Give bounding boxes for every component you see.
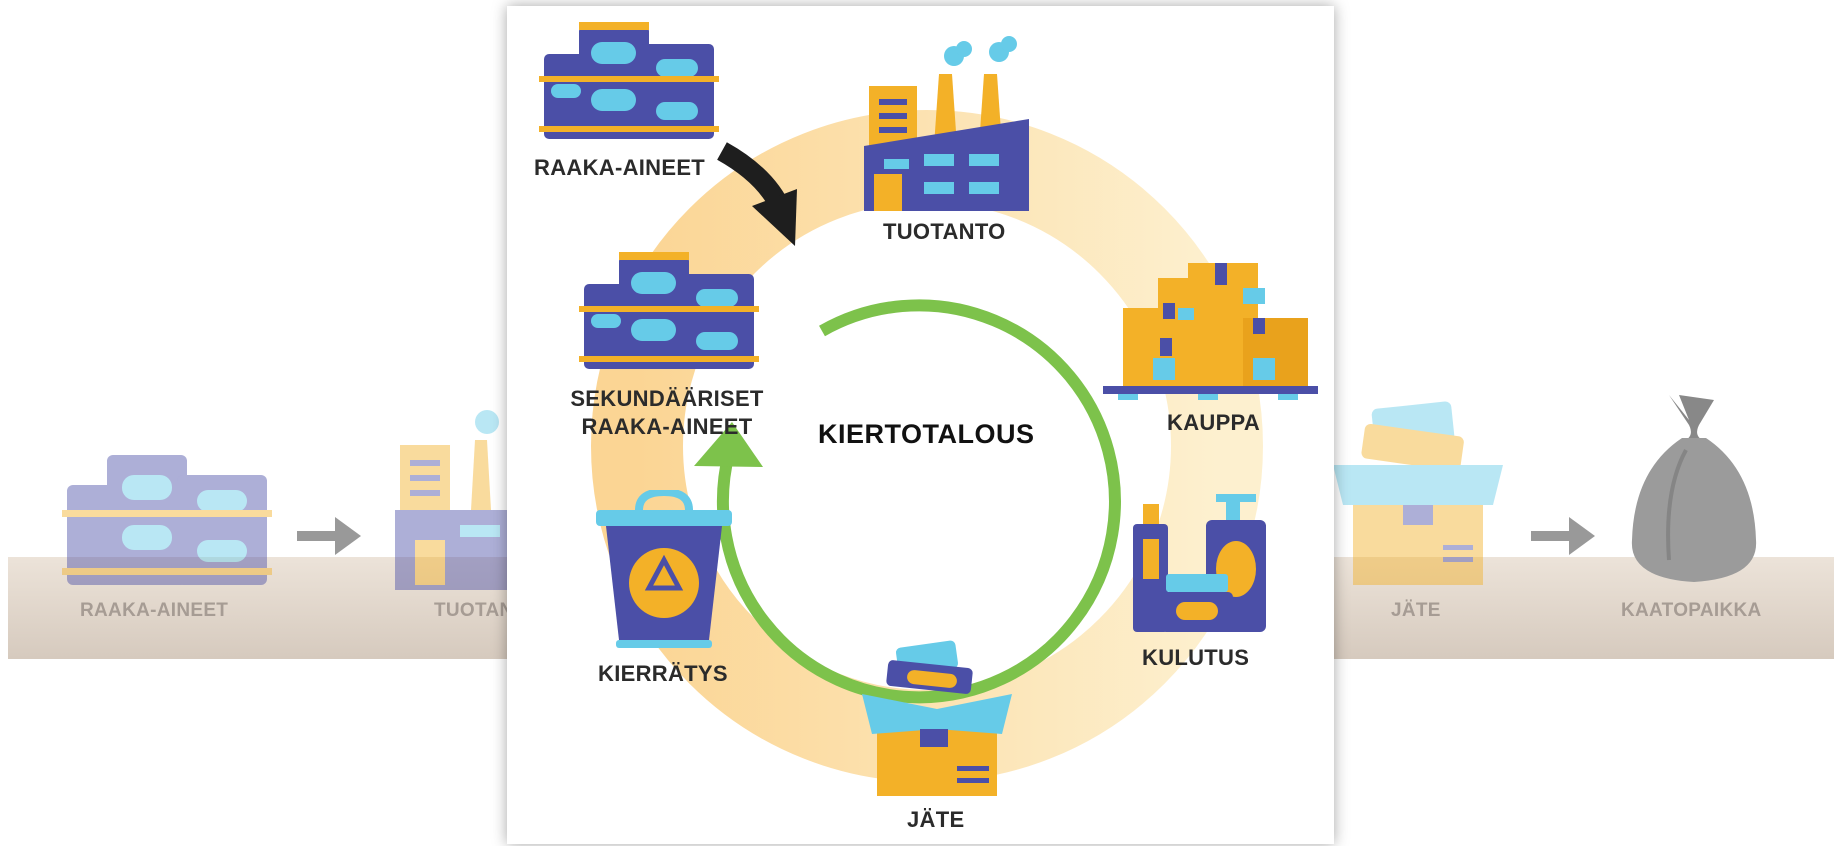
waste-box-icon [862,640,1012,796]
cycle-title: KIERTOTALOUS [818,419,1035,449]
raw-materials-icon [539,22,719,139]
landfill-bag-icon [1631,395,1757,582]
stage-label-kierratys: KIERRÄTYS [598,661,728,686]
secondary-raw-materials-icon [579,252,759,369]
factory-icon [864,36,1029,211]
stage-label-sekundaariset: SEKUNDÄÄRISET RAAKA-AINEET [562,385,772,441]
stage-label-sekundaariset-line2: RAAKA-AINEET [581,414,753,439]
linear-factory-icon [395,410,507,590]
linear-label-kaatopaikka: KAATOPAIKKA [1621,600,1762,621]
linear-raw-materials-icon [62,455,272,585]
linear-label-tuotanto: TUOTAN [434,600,514,621]
linear-arrow-2 [1531,517,1595,555]
cycle-arrow [716,299,1121,704]
trade-boxes-icon [1103,263,1318,400]
linear-arrow-1 [297,517,361,555]
stage-label-raaka-aineet: RAAKA-AINEET [534,155,706,180]
stage-label-sekundaariset-line1: SEKUNDÄÄRISET [570,386,764,411]
linear-label-raaka-aineet: RAAKA-AINEET [80,600,229,621]
linear-label-jate: JÄTE [1391,600,1441,621]
linear-waste-box-icon [1333,401,1503,585]
stage-label-jate: JÄTE [907,807,965,832]
cycle-arrowhead [694,422,763,467]
consumer-goods-icon [1133,494,1266,632]
stage-label-kauppa: KAUPPA [1167,410,1261,435]
recycling-bin-icon [596,490,732,648]
input-arrowhead [752,189,797,246]
stage-label-tuotanto: TUOTANTO [883,219,1006,244]
stage-label-kulutus: KULUTUS [1142,645,1250,670]
circular-economy-card: RAAKA-AINEET TUOTANTO [507,6,1334,844]
